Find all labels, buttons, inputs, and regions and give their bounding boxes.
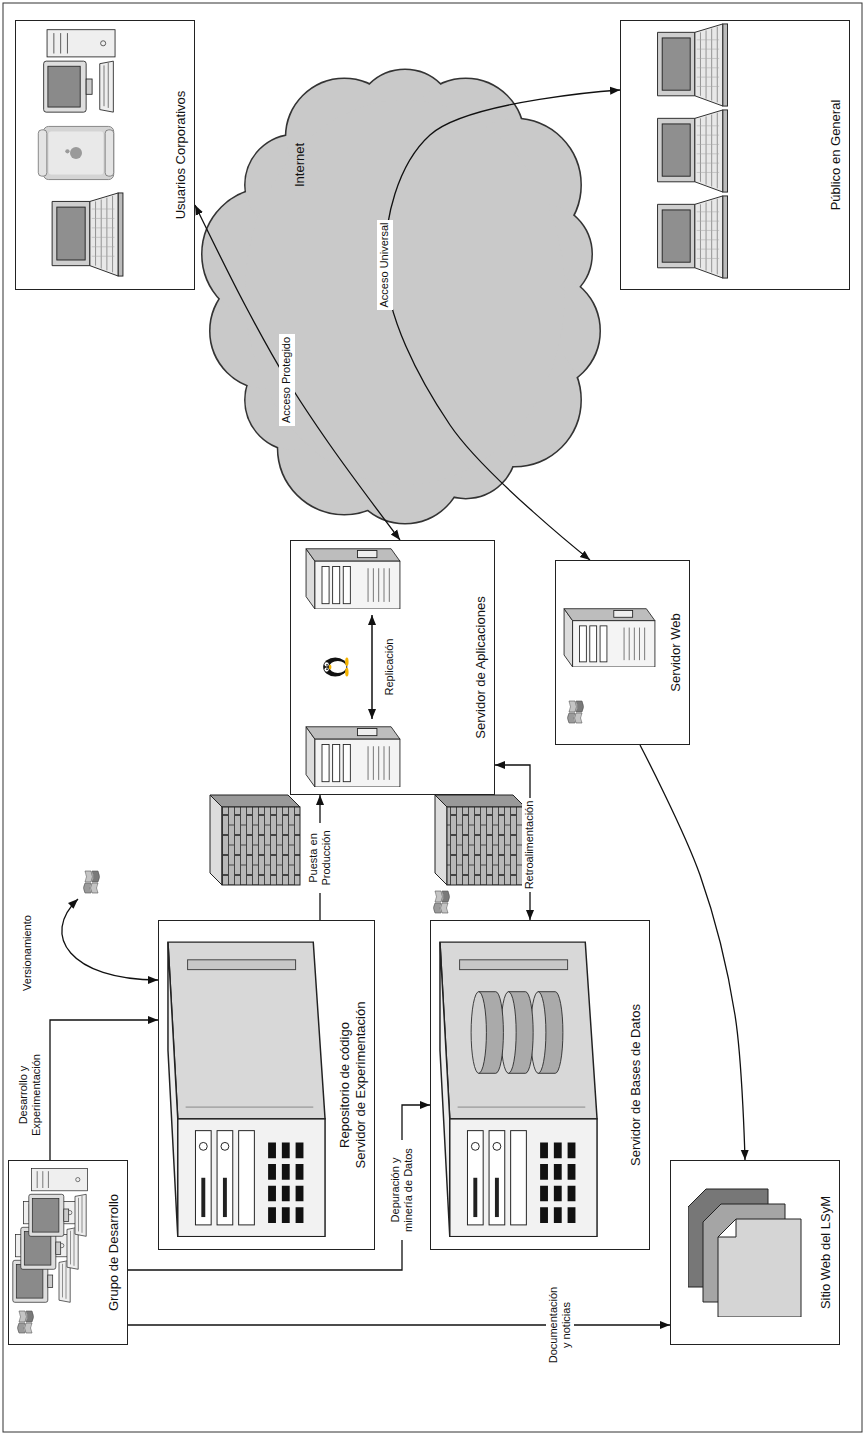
connector-arrow — [640, 745, 745, 1160]
cloud-shape: Internet — [195, 50, 615, 535]
laptop-icon — [658, 110, 728, 192]
linux-penguin — [323, 658, 348, 677]
free-label-anchor: Replicación — [382, 612, 397, 722]
free-label-anchor: Versionamiento — [20, 893, 35, 1013]
connectors — [50, 90, 745, 1325]
windows-logo — [434, 891, 450, 913]
edge-label: Acceso Universal — [377, 220, 392, 311]
node-label: Servidor de Aplicaciones — [473, 596, 489, 738]
workstation-icon — [44, 30, 115, 112]
edge-label: Retroalimentación — [522, 798, 537, 893]
system-box: Grupo de Desarrollo — [8, 1160, 128, 1345]
cloud-outline — [195, 50, 615, 535]
cloud-fill — [245, 100, 565, 485]
system-box: Repositorio de código Servidor de Experi… — [158, 920, 375, 1250]
windows-logo — [84, 871, 100, 893]
laptop-icon — [658, 24, 728, 106]
system-box: Público en General — [620, 20, 850, 290]
system-box: Usuarios Corporativos — [15, 20, 195, 290]
annotation-label: Replicación — [382, 636, 397, 699]
server-tower — [564, 609, 655, 667]
mac-pro-icon — [38, 126, 113, 179]
server-tower — [306, 549, 400, 609]
edge-label-anchor: Acceso Protegido — [279, 310, 294, 450]
node-label: Grupo de Desarrollo — [106, 1194, 122, 1311]
windows-logo — [568, 701, 584, 723]
annotation-label: Versionamiento — [20, 912, 35, 994]
database-disks — [471, 992, 563, 1074]
edge-label: Depuración y minería de Datos — [388, 1140, 416, 1240]
edge-label: Documentación y noticias — [546, 1275, 574, 1375]
edge-label-anchor: Depuración y minería de Datos — [388, 1140, 416, 1240]
laptop-icon — [658, 196, 728, 278]
edge-label-anchor: Retroalimentación — [522, 785, 537, 905]
outer-frame — [3, 3, 862, 1432]
node-label: Repositorio de código Servidor de Experi… — [337, 970, 370, 1200]
connector-arrow — [128, 1324, 670, 1325]
workstation-icon — [29, 1168, 88, 1236]
node-label: Sitio Web del LSyM — [818, 1196, 834, 1309]
versioning-arrow — [62, 899, 158, 980]
replication-arrow — [371, 615, 373, 719]
web-pages — [688, 1189, 801, 1317]
firewall-wall — [435, 795, 525, 885]
server-cabinet — [440, 942, 597, 1237]
laptop-icon — [52, 193, 123, 276]
node-label: Servidor de Bases de Datos — [628, 1004, 644, 1166]
edge-label: Desarrollo y Experimentación — [16, 1045, 44, 1145]
edge-label-anchor: Desarrollo y Experimentación — [16, 1045, 44, 1145]
node-label: Público en General — [828, 100, 844, 211]
edge-label: Puesta en Producción — [306, 823, 334, 893]
node-label: Internet — [292, 143, 308, 187]
edge-label-anchor: Documentación y noticias — [546, 1275, 574, 1375]
firewall-wall — [210, 795, 300, 885]
edge-label-anchor: Acceso Universal — [377, 195, 392, 335]
system-box: Sitio Web del LSyM — [670, 1160, 840, 1345]
node-label: Usuarios Corporativos — [173, 91, 189, 220]
connector-arrow — [128, 1105, 430, 1270]
system-box: Servidor de Bases de Datos — [430, 920, 650, 1250]
server-tower — [306, 727, 400, 787]
edge-label: Acceso Protegido — [279, 334, 294, 426]
server-cabinet — [168, 942, 325, 1237]
system-box: Servidor Web — [555, 560, 690, 745]
edge-label-anchor: Puesta en Producción — [306, 823, 334, 893]
windows-logo — [18, 1311, 34, 1333]
connector-arrow — [50, 1020, 158, 1160]
node-label: Servidor Web — [668, 613, 684, 692]
